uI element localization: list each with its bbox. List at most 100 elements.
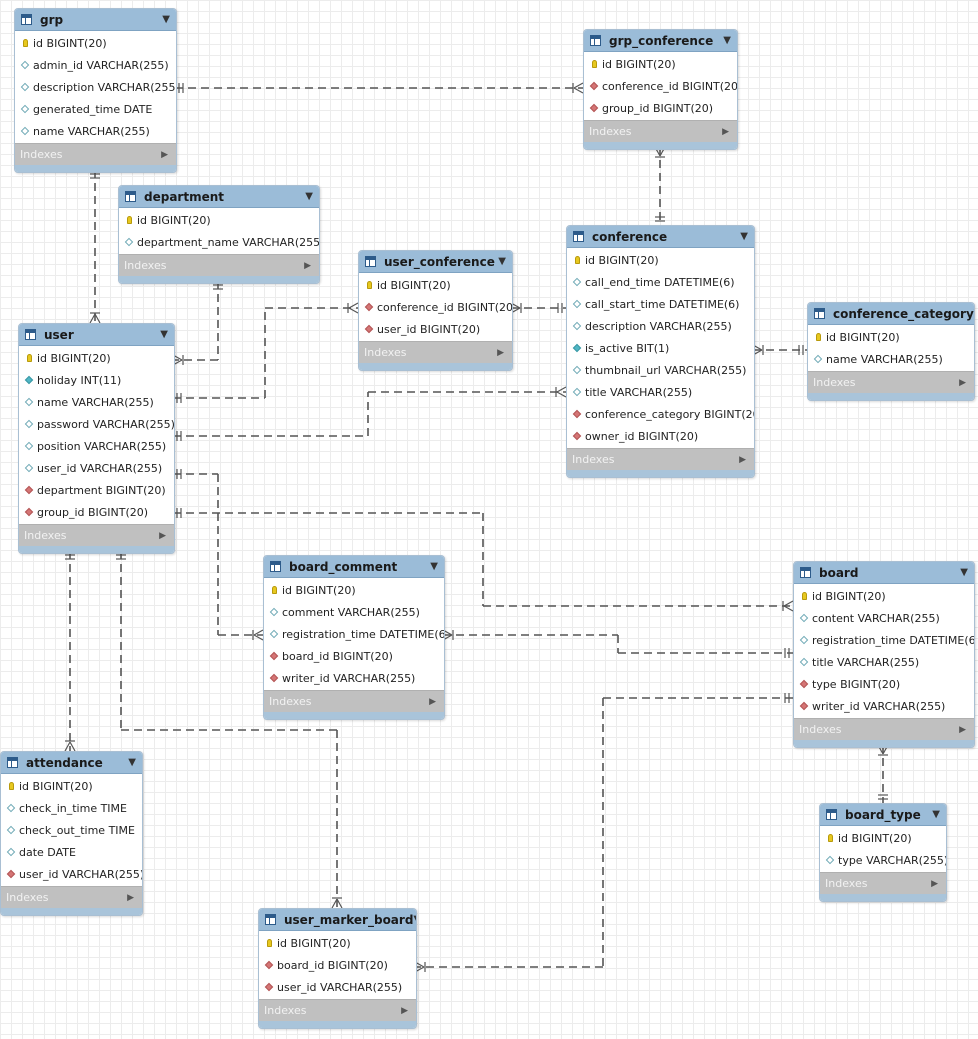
column-row[interactable]: id BIGINT(20): [808, 326, 974, 348]
column-row[interactable]: conference_id BIGINT(20): [359, 296, 512, 318]
expand-arrow-icon[interactable]: ▶: [304, 260, 311, 271]
indexes-section[interactable]: Indexes ▶: [567, 448, 754, 470]
column-row[interactable]: description VARCHAR(255): [567, 315, 754, 337]
column-row[interactable]: content VARCHAR(255): [794, 607, 974, 629]
indexes-section[interactable]: Indexes ▶: [794, 718, 974, 740]
collapse-arrow-icon[interactable]: ▼: [430, 561, 438, 572]
table-grp-conference[interactable]: grp_conference ▼ id BIGINT(20)conference…: [583, 29, 738, 150]
indexes-section[interactable]: Indexes ▶: [584, 120, 737, 142]
column-row[interactable]: id BIGINT(20): [19, 347, 174, 369]
collapse-arrow-icon[interactable]: ▼: [960, 567, 968, 578]
column-row[interactable]: comment VARCHAR(255): [264, 601, 444, 623]
column-row[interactable]: writer_id VARCHAR(255): [794, 695, 974, 717]
column-row[interactable]: department_name VARCHAR(255): [119, 231, 319, 253]
table-header[interactable]: conference ▼: [567, 226, 754, 248]
column-row[interactable]: position VARCHAR(255): [19, 435, 174, 457]
column-row[interactable]: id BIGINT(20): [1, 775, 142, 797]
table-conference[interactable]: conference ▼ id BIGINT(20)call_end_time …: [566, 225, 755, 478]
collapse-arrow-icon[interactable]: ▼: [305, 191, 313, 202]
collapse-arrow-icon[interactable]: ▼: [162, 14, 170, 25]
expand-arrow-icon[interactable]: ▶: [739, 454, 746, 465]
column-row[interactable]: department BIGINT(20): [19, 479, 174, 501]
table-grp[interactable]: grp ▼ id BIGINT(20)admin_id VARCHAR(255)…: [14, 8, 177, 173]
table-header[interactable]: user ▼: [19, 324, 174, 346]
column-row[interactable]: call_end_time DATETIME(6): [567, 271, 754, 293]
table-user[interactable]: user ▼ id BIGINT(20)holiday INT(11)name …: [18, 323, 175, 554]
table-conference-category[interactable]: conference_category ▼ id BIGINT(20)name …: [807, 302, 975, 401]
column-row[interactable]: title VARCHAR(255): [567, 381, 754, 403]
column-row[interactable]: title VARCHAR(255): [794, 651, 974, 673]
column-row[interactable]: id BIGINT(20): [259, 932, 416, 954]
column-row[interactable]: generated_time DATE: [15, 98, 176, 120]
table-user-conference[interactable]: user_conference ▼ id BIGINT(20)conferenc…: [358, 250, 513, 371]
table-header[interactable]: board_type ▼: [820, 804, 946, 826]
table-header[interactable]: grp ▼: [15, 9, 176, 31]
expand-arrow-icon[interactable]: ▶: [959, 724, 966, 735]
table-header[interactable]: user_conference ▼: [359, 251, 512, 273]
column-row[interactable]: call_start_time DATETIME(6): [567, 293, 754, 315]
column-row[interactable]: id BIGINT(20): [359, 274, 512, 296]
column-row[interactable]: id BIGINT(20): [15, 32, 176, 54]
table-header[interactable]: board_comment ▼: [264, 556, 444, 578]
indexes-section[interactable]: Indexes ▶: [119, 254, 319, 276]
column-row[interactable]: conference_id BIGINT(20): [584, 75, 737, 97]
table-board[interactable]: board ▼ id BIGINT(20)content VARCHAR(255…: [793, 561, 975, 748]
indexes-section[interactable]: Indexes ▶: [259, 999, 416, 1021]
column-row[interactable]: owner_id BIGINT(20): [567, 425, 754, 447]
expand-arrow-icon[interactable]: ▶: [159, 530, 166, 541]
collapse-arrow-icon[interactable]: ▼: [498, 256, 506, 267]
collapse-arrow-icon[interactable]: ▼: [413, 914, 416, 925]
column-row[interactable]: user_id VARCHAR(255): [259, 976, 416, 998]
column-row[interactable]: group_id BIGINT(20): [584, 97, 737, 119]
column-row[interactable]: registration_time DATETIME(6): [794, 629, 974, 651]
expand-arrow-icon[interactable]: ▶: [931, 878, 938, 889]
collapse-arrow-icon[interactable]: ▼: [740, 231, 748, 242]
column-row[interactable]: is_active BIT(1): [567, 337, 754, 359]
collapse-arrow-icon[interactable]: ▼: [160, 329, 168, 340]
indexes-section[interactable]: Indexes ▶: [1, 886, 142, 908]
collapse-arrow-icon[interactable]: ▼: [723, 35, 731, 46]
column-row[interactable]: id BIGINT(20): [567, 249, 754, 271]
table-header[interactable]: board ▼: [794, 562, 974, 584]
column-row[interactable]: group_id BIGINT(20): [19, 501, 174, 523]
expand-arrow-icon[interactable]: ▶: [497, 347, 504, 358]
indexes-section[interactable]: Indexes ▶: [19, 524, 174, 546]
column-row[interactable]: user_id VARCHAR(255): [1, 863, 142, 885]
column-row[interactable]: check_in_time TIME: [1, 797, 142, 819]
column-row[interactable]: type VARCHAR(255): [820, 849, 946, 871]
column-row[interactable]: conference_category BIGINT(20): [567, 403, 754, 425]
table-attendance[interactable]: attendance ▼ id BIGINT(20)check_in_time …: [0, 751, 143, 916]
column-row[interactable]: board_id BIGINT(20): [264, 645, 444, 667]
column-row[interactable]: admin_id VARCHAR(255): [15, 54, 176, 76]
expand-arrow-icon[interactable]: ▶: [429, 696, 436, 707]
table-header[interactable]: attendance ▼: [1, 752, 142, 774]
column-row[interactable]: board_id BIGINT(20): [259, 954, 416, 976]
column-row[interactable]: type BIGINT(20): [794, 673, 974, 695]
column-row[interactable]: description VARCHAR(255): [15, 76, 176, 98]
column-row[interactable]: holiday INT(11): [19, 369, 174, 391]
column-row[interactable]: password VARCHAR(255): [19, 413, 174, 435]
column-row[interactable]: id BIGINT(20): [794, 585, 974, 607]
table-board-type[interactable]: board_type ▼ id BIGINT(20)type VARCHAR(2…: [819, 803, 947, 902]
indexes-section[interactable]: Indexes ▶: [808, 371, 974, 393]
indexes-section[interactable]: Indexes ▶: [820, 872, 946, 894]
expand-arrow-icon[interactable]: ▶: [161, 149, 168, 160]
table-header[interactable]: department ▼: [119, 186, 319, 208]
column-row[interactable]: id BIGINT(20): [264, 579, 444, 601]
table-department[interactable]: department ▼ id BIGINT(20)department_nam…: [118, 185, 320, 284]
column-row[interactable]: thumbnail_url VARCHAR(255): [567, 359, 754, 381]
table-header[interactable]: grp_conference ▼: [584, 30, 737, 52]
column-row[interactable]: id BIGINT(20): [820, 827, 946, 849]
table-user-marker-board[interactable]: user_marker_board ▼ id BIGINT(20)board_i…: [258, 908, 417, 1029]
column-row[interactable]: check_out_time TIME: [1, 819, 142, 841]
table-header[interactable]: user_marker_board ▼: [259, 909, 416, 931]
collapse-arrow-icon[interactable]: ▼: [128, 757, 136, 768]
collapse-arrow-icon[interactable]: ▼: [932, 809, 940, 820]
column-row[interactable]: id BIGINT(20): [584, 53, 737, 75]
collapse-arrow-icon[interactable]: ▼: [974, 308, 975, 319]
expand-arrow-icon[interactable]: ▶: [959, 377, 966, 388]
table-header[interactable]: conference_category ▼: [808, 303, 974, 325]
indexes-section[interactable]: Indexes ▶: [359, 341, 512, 363]
expand-arrow-icon[interactable]: ▶: [722, 126, 729, 137]
expand-arrow-icon[interactable]: ▶: [401, 1005, 408, 1016]
